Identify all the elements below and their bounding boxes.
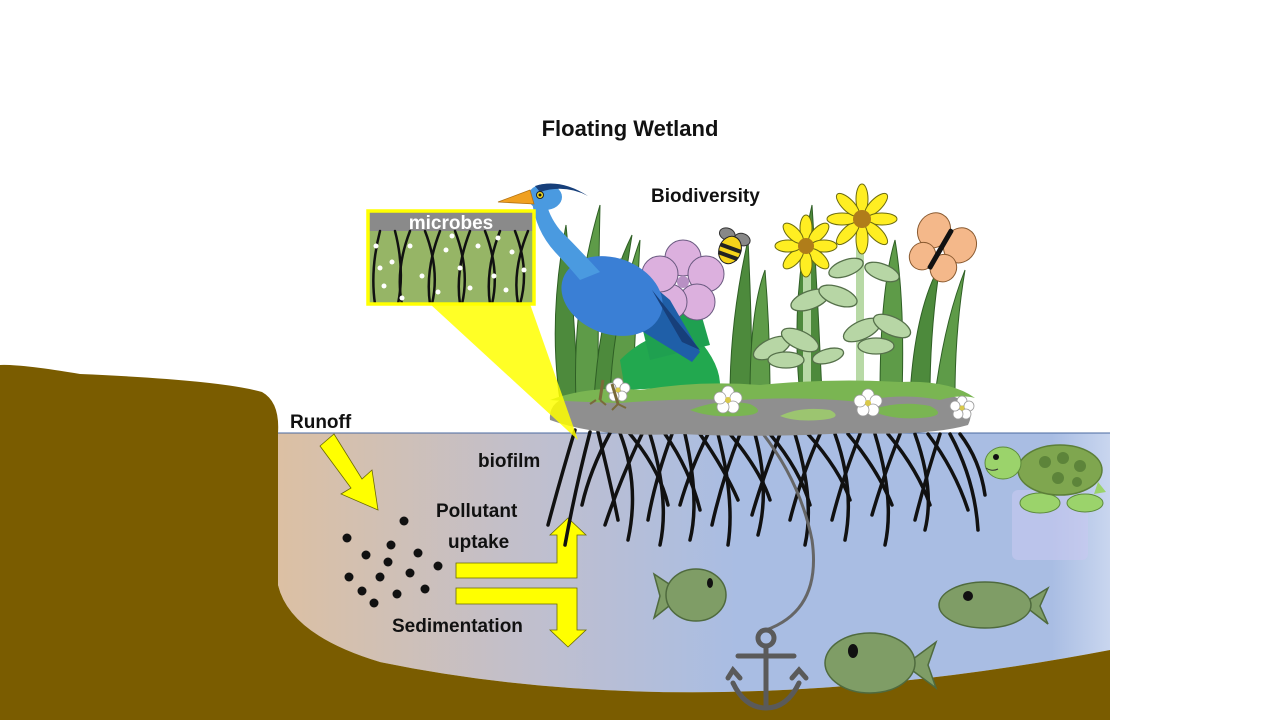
sedimentation-arrow — [455, 587, 588, 648]
fish-bottom — [824, 632, 938, 694]
turtle — [984, 444, 1106, 560]
pond-water — [278, 433, 1110, 693]
yellow-flower-upper — [826, 183, 898, 255]
soil-bank — [0, 364, 1110, 720]
fish-right — [938, 581, 1050, 629]
runoff-label: Runoff — [290, 412, 352, 433]
diagram-title: Floating Wetland — [542, 116, 719, 141]
white-flowers — [605, 377, 975, 420]
plant-roots — [546, 428, 987, 547]
anchor-icon — [725, 627, 809, 711]
anchor-line — [758, 429, 815, 632]
bee-icon — [717, 227, 751, 265]
sage-plants — [752, 257, 912, 369]
pollutant-uptake-arrow — [455, 517, 588, 579]
microbes-label: microbes — [409, 213, 493, 234]
heron — [497, 183, 700, 411]
sedimentation-label: Sedimentation — [392, 616, 523, 637]
pollutant-particles — [342, 516, 443, 608]
biofilm-label: biofilm — [478, 451, 540, 472]
butterfly-icon — [908, 212, 978, 283]
yellow-flower-lower — [774, 214, 838, 278]
microbes-inset: microbes — [366, 209, 536, 306]
callout-beam — [430, 304, 578, 440]
runoff-arrow — [319, 433, 379, 511]
biodiversity-label: Biodiversity — [651, 186, 760, 207]
fish-left — [652, 568, 727, 622]
pollutant-uptake-label-line1: Pollutant — [436, 501, 518, 522]
pollutant-uptake-label-line2: uptake — [448, 532, 509, 553]
